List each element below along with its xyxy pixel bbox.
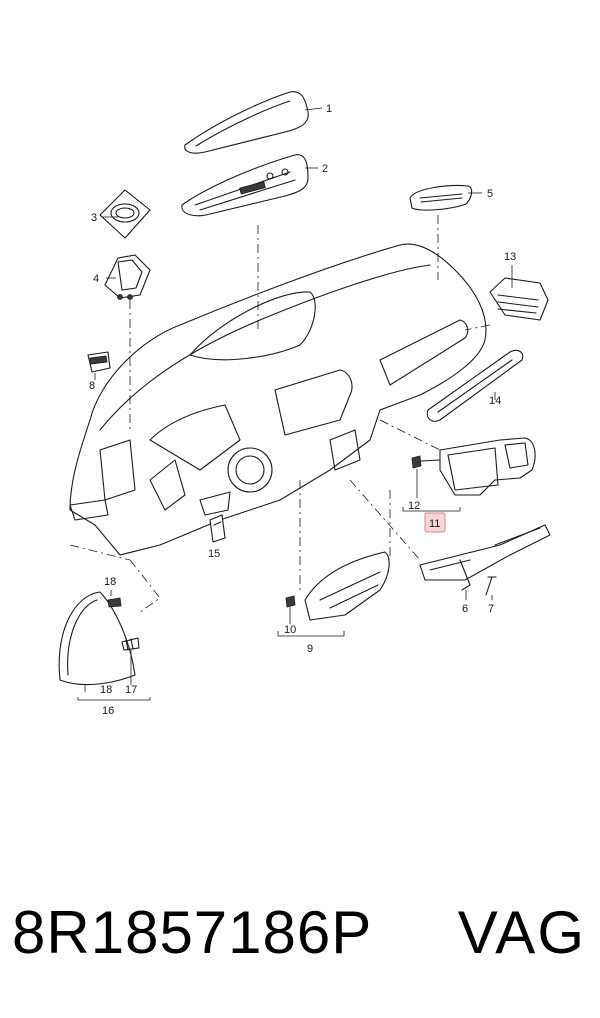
callout-14: 14 [489, 395, 501, 407]
part-7-screw [485, 576, 497, 596]
callout-10: 10 [284, 624, 296, 636]
part-16-end-cap [58, 591, 136, 686]
callout-8: 8 [89, 380, 95, 392]
part-5-center-vent [409, 185, 473, 211]
part-6-bracket [419, 524, 551, 591]
brand-text: VAG [457, 899, 586, 966]
dashboard-exploded-diagram: 1 2 3 4 5 6 7 8 9 10 11 12 13 14 15 16 1… [58, 91, 551, 717]
callout-3: 3 [91, 212, 97, 224]
callout-labels: 1 2 3 4 5 6 7 8 9 10 11 12 13 14 15 16 1… [89, 103, 516, 717]
part-1-top-cover [184, 91, 309, 154]
callout-5: 5 [487, 188, 493, 200]
explode-lines [69, 215, 491, 613]
highlight-box-11 [424, 512, 446, 533]
callout-9: 9 [307, 643, 313, 655]
part-15-bracket [209, 514, 226, 543]
part-8-clip [87, 351, 111, 373]
callout-11: 11 [429, 518, 440, 530]
callout-13: 13 [504, 251, 516, 263]
callout-15: 15 [208, 548, 220, 560]
part-18-clip-upper [107, 597, 122, 608]
callout-18-lower: 18 [100, 684, 112, 696]
callout-1: 1 [326, 103, 332, 115]
callout-12: 12 [408, 500, 420, 512]
part-4-housing [104, 254, 151, 300]
callout-7: 7 [488, 603, 494, 615]
dashboard-body [69, 243, 487, 556]
part-10-clip [285, 595, 296, 608]
part-12-clip [411, 455, 441, 469]
part-17-clip [121, 637, 140, 651]
leader-lines [77, 107, 513, 701]
callout-6: 6 [462, 603, 468, 615]
callout-17: 17 [125, 684, 137, 696]
part-2-bracket [181, 154, 309, 217]
part-11-display-unit [439, 437, 536, 496]
part-number-text: 8R1857186P [12, 899, 373, 966]
part-14-trim-strip [426, 349, 524, 422]
part-9-lower-cover [304, 551, 390, 621]
part-3-ring-trim [99, 189, 151, 239]
callout-2: 2 [322, 163, 328, 175]
callout-18-upper: 18 [104, 576, 116, 588]
part-13-side-vent [489, 277, 549, 321]
callout-4: 4 [93, 273, 99, 285]
callout-16: 16 [102, 705, 114, 717]
